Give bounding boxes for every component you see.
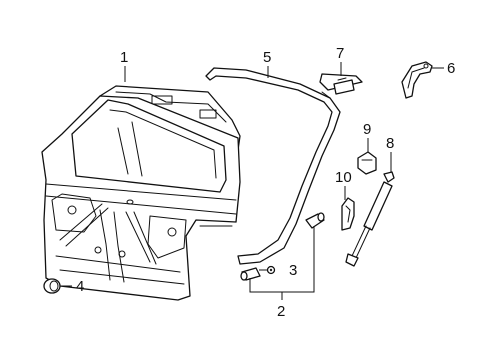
clip	[266, 265, 276, 275]
callout-labels: 1 5 7 6 9 8 10 3 4 2	[76, 45, 455, 320]
callout-1: 1	[120, 49, 128, 66]
callout-2: 2	[277, 303, 285, 320]
hinge	[401, 61, 433, 99]
callout-6: 6	[447, 60, 455, 77]
liftgate-panel	[41, 85, 241, 301]
weatherstrip-seal	[205, 67, 341, 265]
callout-10: 10	[335, 169, 352, 186]
bracket	[319, 73, 363, 95]
strut-ball-studs	[240, 212, 325, 281]
leader-lines	[60, 62, 444, 300]
lift-support-strut	[345, 171, 395, 267]
callout-3: 3	[289, 262, 297, 279]
bumper-stop	[43, 278, 61, 294]
callout-7: 7	[336, 45, 344, 62]
striker-bracket	[341, 197, 355, 231]
callout-8: 8	[386, 135, 394, 152]
callout-4: 4	[76, 278, 84, 295]
latch-clip	[357, 151, 377, 175]
callout-5: 5	[263, 49, 271, 66]
callout-9: 9	[363, 121, 371, 138]
